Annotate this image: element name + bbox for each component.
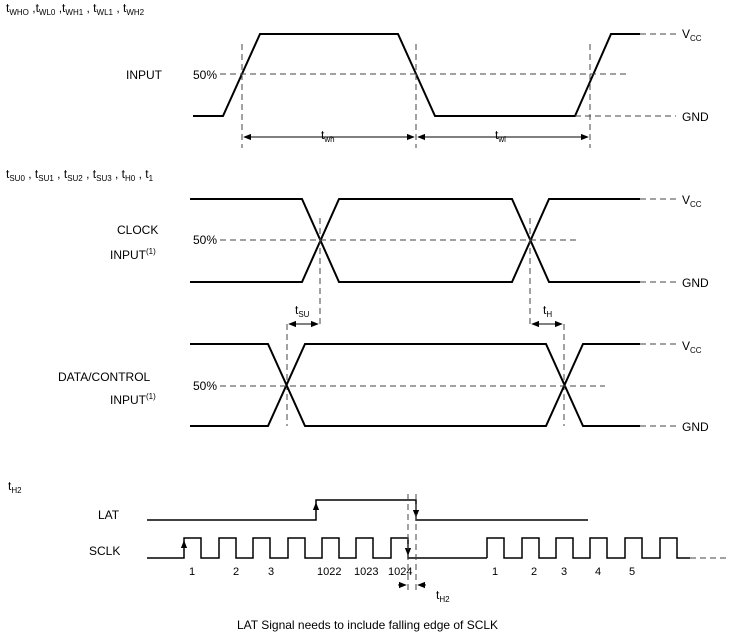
section2-params-title: tSU0 , tSU1 , tSU2 , tSU3 , tH0 , t1 (6, 167, 154, 184)
section1-params-title: tWHO ,tWL0 ,tWH1 , tWL1 , tWH2 (6, 1, 145, 18)
data-threshold-label: 50% (193, 379, 217, 393)
lat-label: LAT (98, 508, 120, 522)
twl-label: twl (495, 128, 506, 144)
clock-label: CLOCK (117, 223, 158, 237)
sclk-label: SCLK (89, 544, 120, 558)
sclk-pulse-number: 5 (629, 566, 635, 578)
data-waveform-a (190, 343, 640, 427)
input-signal-label: INPUT (126, 68, 163, 82)
sclk-pulse-number: 2 (531, 566, 537, 578)
clock-gnd-label: GND (682, 276, 709, 290)
input-vcc-label: VCC (682, 27, 702, 43)
data-gnd-label: GND (682, 420, 709, 434)
sclk-pulse-number: 4 (595, 566, 601, 578)
lat-waveform (147, 499, 588, 521)
th2-label: tH2 (436, 588, 450, 604)
sclk-pulse-number: 1024 (388, 566, 412, 578)
sclk-waveform-group2 (486, 537, 690, 559)
sclk-pulse-number: 1 (492, 566, 498, 578)
section3-title: tH2 (8, 479, 22, 495)
input-gnd-label: GND (682, 110, 709, 124)
clock-threshold-label: 50% (193, 233, 217, 247)
diagram-caption: LAT Signal needs to include falling edge… (237, 618, 498, 632)
th-label: tH (543, 303, 552, 319)
data-control-label-line2: INPUT(1) (110, 392, 156, 407)
tsu-label: tSU (295, 303, 310, 319)
data-waveform-b (190, 343, 640, 427)
data-vcc-label: VCC (682, 339, 702, 355)
sclk-pulse-number: 3 (561, 566, 567, 578)
clock-waveform-b (190, 198, 640, 283)
sclk-waveform-group1 (147, 537, 487, 559)
twh-label: twh (321, 128, 335, 144)
section-lat-sclk: tH2 LAT SCLK 1 2 3 1022 1023 1024 1 2 3 … (8, 479, 726, 632)
data-control-label: DATA/CONTROL (58, 370, 151, 384)
section-setup-hold: tSU0 , tSU1 , tSU2 , tSU3 , tH0 , t1 CLO… (6, 167, 709, 434)
clock-label-line2: INPUT(1) (110, 247, 156, 262)
sclk-pulse-number: 2 (233, 566, 239, 578)
clock-waveform-a (190, 198, 640, 283)
sclk-pulse-number: 1 (189, 566, 195, 578)
sclk-pulse-number: 1022 (317, 566, 341, 578)
input-threshold-label: 50% (193, 68, 217, 82)
section-pulse-width: tWHO ,tWL0 ,tWH1 , tWL1 , tWH2 INPUT 50%… (6, 1, 709, 148)
sclk-pulse-number: 3 (268, 566, 274, 578)
sclk-pulse-number: 1023 (354, 566, 378, 578)
clock-vcc-label: VCC (682, 193, 702, 209)
